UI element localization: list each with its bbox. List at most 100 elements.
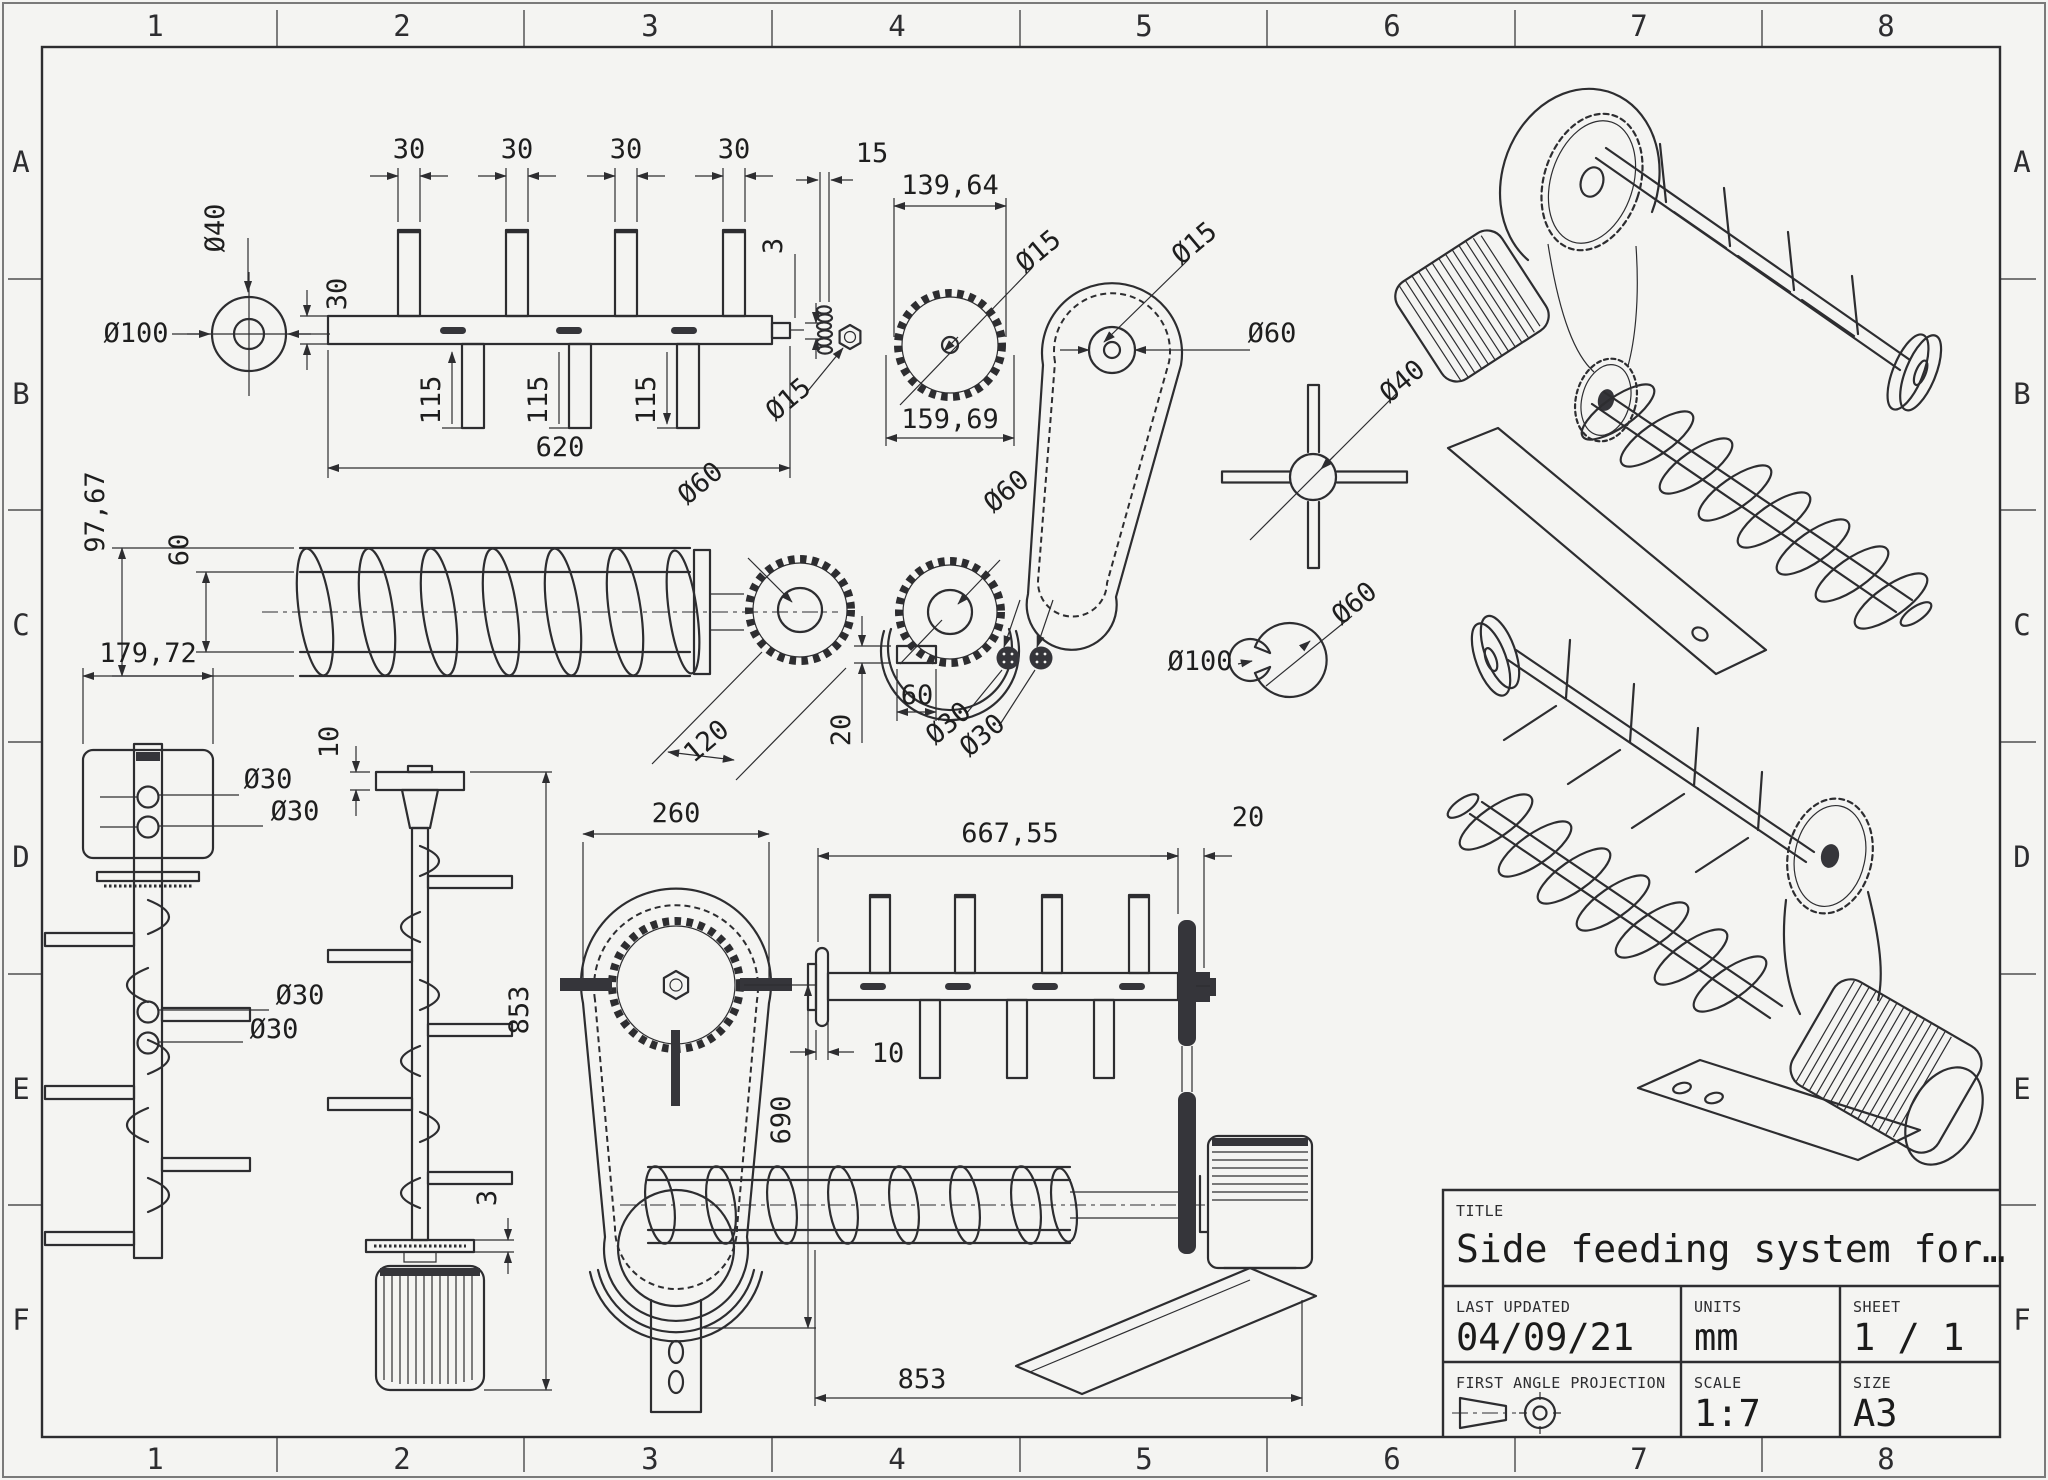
grid-col-4-bot: 4 bbox=[888, 1442, 905, 1476]
beater-shaft2-view: 10 853 3 bbox=[314, 726, 552, 1392]
dim-sprocket-pitch: 139,64 bbox=[901, 170, 999, 201]
dim-hub-bore: Ø40 bbox=[200, 204, 231, 253]
grid-row-E-left: E bbox=[12, 1072, 29, 1106]
title-value: Side feeding system for… bbox=[1456, 1227, 2005, 1271]
key-plate-view: 20 60 bbox=[826, 616, 938, 747]
dim-pin-w3: 30 bbox=[610, 134, 643, 165]
title-label: TITLE bbox=[1456, 1202, 1504, 1220]
beater-shaft1-view: 179,72 Ø30 Ø30 Ø30 Ø30 bbox=[43, 0, 1048, 1260]
dim-pin-d1: 115 bbox=[416, 376, 447, 425]
dim-gear2: Ø60 bbox=[672, 456, 729, 511]
dim-belt-bore: Ø15 bbox=[1166, 216, 1223, 271]
clamp-ring-view: Ø100 Ø60 bbox=[1167, 576, 1383, 699]
dim-block-w: 179,72 bbox=[99, 638, 197, 669]
units-value: mm bbox=[1694, 1316, 1739, 1359]
rollers-view: Ø30 Ø30 bbox=[920, 599, 1054, 763]
dim-hole2: Ø30 bbox=[271, 796, 320, 827]
spring-and-nut: 15 Ø15 bbox=[760, 138, 888, 427]
isometric-view-1 bbox=[1394, 87, 1943, 676]
dim-belt2-w: 260 bbox=[652, 798, 701, 829]
grid-col-1-top: 1 bbox=[146, 9, 163, 43]
grid-row-A-left: A bbox=[12, 145, 29, 179]
dim-belt2-h: 690 bbox=[766, 1096, 797, 1145]
sheet-label: SHEET bbox=[1853, 1298, 1901, 1316]
dim-sprocket-bore: Ø15 bbox=[1010, 224, 1067, 279]
grid-col-8-top: 8 bbox=[1877, 9, 1894, 43]
dim-sprocket-od: 159,69 bbox=[901, 404, 999, 435]
dim-nut-bore: Ø15 bbox=[760, 372, 817, 427]
dim-hole4: Ø30 bbox=[250, 1014, 299, 1045]
dim-auger-core: 60 bbox=[164, 534, 195, 567]
dim-asm2-h: 853 bbox=[504, 986, 535, 1035]
pinned-shaft-view: 30 30 30 30 30 115 115 115 620 3 bbox=[300, 134, 823, 478]
dim-gear3: Ø60 bbox=[978, 464, 1035, 519]
projection-label: FIRST ANGLE PROJECTION bbox=[1456, 1374, 1666, 1392]
dim-pin-w2: 30 bbox=[501, 134, 534, 165]
spider-view: Ø40 bbox=[1220, 354, 1431, 570]
feeder-assembly-front: 667,55 20 10 bbox=[790, 802, 1264, 1080]
dim-spider: Ø40 bbox=[1374, 354, 1431, 409]
grid-col-5-top: 5 bbox=[1135, 9, 1152, 43]
grid-row-C-left: C bbox=[12, 608, 29, 642]
grid-col-2-bot: 2 bbox=[393, 1442, 410, 1476]
grid-row-C-right: C bbox=[2013, 608, 2030, 642]
grid-row-A-right: A bbox=[2013, 145, 2030, 179]
dim-gear2-width: 120 bbox=[678, 714, 735, 769]
grid-row-D-left: D bbox=[12, 840, 29, 874]
grid-labels: 1 2 3 4 5 6 7 8 1 2 3 4 5 6 7 8 A B C D … bbox=[12, 9, 2030, 1476]
last-updated-value: 04/09/21 bbox=[1456, 1316, 1634, 1359]
size-value: A3 bbox=[1853, 1392, 1898, 1435]
dim-plate-th: 10 bbox=[314, 726, 345, 759]
grid-col-7-bot: 7 bbox=[1630, 1442, 1647, 1476]
dim-auger2-len: 853 bbox=[898, 1364, 947, 1395]
dim-hub-od: Ø100 bbox=[103, 318, 168, 349]
scale-value: 1:7 bbox=[1694, 1392, 1761, 1435]
title-block: TITLE Side feeding system for… LAST UPDA… bbox=[1441, 1188, 2005, 1437]
sprocket-view: 139,64 159,69 Ø15 bbox=[885, 170, 1067, 446]
units-label: UNITS bbox=[1694, 1298, 1742, 1316]
dim-auger-od: 97,67 bbox=[80, 471, 111, 552]
scale-label: SCALE bbox=[1694, 1374, 1742, 1392]
dim-flange2-th: 10 bbox=[872, 1038, 905, 1069]
dim-key-w: 60 bbox=[901, 680, 934, 711]
belt-drive-front-view: 260 690 bbox=[560, 798, 816, 1414]
dim-ring-id: Ø60 bbox=[1326, 576, 1383, 631]
grid-col-1-bot: 1 bbox=[146, 1442, 163, 1476]
grid-row-D-right: D bbox=[2013, 840, 2030, 874]
grid-row-B-right: B bbox=[2013, 377, 2030, 411]
first-angle-projection-icon bbox=[1452, 1392, 1561, 1434]
dim-pin-w4: 30 bbox=[718, 134, 751, 165]
feeder-auger-motor: 853 bbox=[620, 1046, 1318, 1406]
auger-side-view: 97,67 60 Ø60 120 bbox=[80, 456, 855, 781]
dim-shaft-length: 667,55 bbox=[961, 818, 1059, 849]
grid-row-B-left: B bbox=[12, 377, 29, 411]
grid-col-3-bot: 3 bbox=[641, 1442, 658, 1476]
dim-pin-d3: 115 bbox=[631, 376, 662, 425]
grid-col-6-bot: 6 bbox=[1383, 1442, 1400, 1476]
dim-hole3: Ø30 bbox=[276, 980, 325, 1011]
grid-row-E-right: E bbox=[2013, 1072, 2030, 1106]
dim-pin-d2: 115 bbox=[523, 376, 554, 425]
grid-col-8-bot: 8 bbox=[1877, 1442, 1894, 1476]
dim-spring-length: 15 bbox=[856, 138, 889, 169]
grid-col-4-top: 4 bbox=[888, 9, 905, 43]
grid-col-2-top: 2 bbox=[393, 9, 410, 43]
belt-drive-top-view: Ø15 Ø60 bbox=[1025, 216, 1297, 651]
hub-end-view: Ø40 Ø100 bbox=[103, 204, 330, 396]
dim-key-th: 20 bbox=[826, 714, 857, 747]
grid-col-3-top: 3 bbox=[641, 9, 658, 43]
dim-length: 620 bbox=[536, 432, 585, 463]
dim-hole1: Ø30 bbox=[244, 764, 293, 795]
dim-pin-w1: 30 bbox=[393, 134, 426, 165]
grid-row-F-left: F bbox=[12, 1303, 29, 1337]
grid-col-6-top: 6 bbox=[1383, 9, 1400, 43]
sheet-value: 1 / 1 bbox=[1853, 1316, 1964, 1359]
grid-col-5-bot: 5 bbox=[1135, 1442, 1152, 1476]
size-label: SIZE bbox=[1853, 1374, 1891, 1392]
dim-belt-hub: Ø60 bbox=[1248, 318, 1297, 349]
last-updated-label: LAST UPDATED bbox=[1456, 1298, 1570, 1316]
dim-end-tab: 3 bbox=[758, 238, 789, 254]
